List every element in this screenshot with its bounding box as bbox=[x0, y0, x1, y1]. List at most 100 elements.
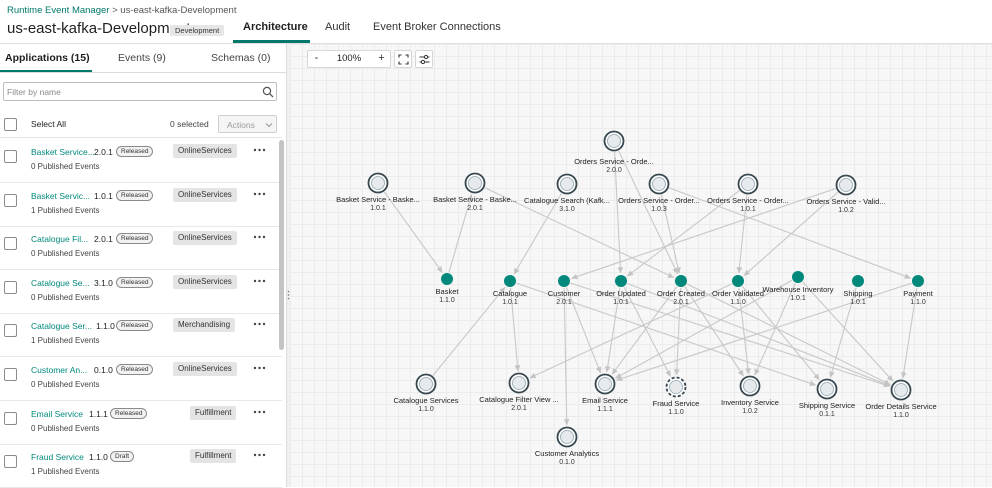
application-node-orders-2[interactable]: Orders Service - Order...1.0.3 bbox=[618, 173, 700, 214]
row-checkbox[interactable] bbox=[4, 324, 17, 338]
row-checkbox[interactable] bbox=[4, 237, 17, 251]
application-node-catalogue-filter[interactable]: Catalogue Filter View ...2.0.1 bbox=[479, 372, 559, 413]
tab-events[interactable]: Events (9) bbox=[118, 52, 166, 64]
application-name-link[interactable]: Basket Servic... bbox=[31, 190, 91, 201]
row-checkbox[interactable] bbox=[4, 150, 17, 163]
layout-settings-button[interactable] bbox=[415, 50, 433, 68]
more-options-icon[interactable] bbox=[253, 408, 266, 416]
zoom-in-button[interactable]: + bbox=[378, 52, 385, 64]
panel-splitter[interactable] bbox=[287, 44, 290, 487]
application-node-orders-service-top[interactable]: Orders Service - Orde...2.0.0 bbox=[574, 130, 654, 175]
application-node-catalogue-search[interactable]: Catalogue Search (Kafk...3.1.0 bbox=[524, 173, 610, 214]
graph-edge bbox=[563, 287, 570, 426]
application-node-basket-1[interactable]: Basket Service - Baske...1.0.1 bbox=[336, 172, 420, 213]
event-marker[interactable] bbox=[504, 275, 516, 287]
event-marker[interactable] bbox=[852, 275, 864, 287]
application-name-link[interactable]: Basket Service... bbox=[31, 147, 95, 157]
tab-applications[interactable]: Applications (15) bbox=[5, 52, 90, 64]
row-checkbox[interactable] bbox=[4, 193, 17, 207]
divider bbox=[0, 72, 287, 73]
application-name-link[interactable]: Fraud Service bbox=[31, 452, 84, 463]
actions-dropdown[interactable]: Actions bbox=[218, 115, 277, 133]
graph-edge bbox=[736, 194, 748, 274]
event-marker[interactable] bbox=[732, 275, 744, 287]
event-marker[interactable] bbox=[792, 271, 804, 283]
row-checkbox[interactable] bbox=[4, 411, 17, 425]
drag-handle-icon[interactable] bbox=[287, 290, 290, 300]
application-name-link[interactable]: Catalogue Ser... bbox=[31, 321, 92, 332]
row-checkbox[interactable] bbox=[4, 368, 17, 381]
application-name-link[interactable]: Catalogue Se... bbox=[31, 277, 90, 288]
search-icon[interactable] bbox=[262, 86, 274, 98]
application-name-link[interactable]: Customer An... bbox=[31, 365, 88, 375]
tab-schemas[interactable]: Schemas (0) bbox=[211, 52, 271, 64]
event-marker[interactable] bbox=[558, 275, 570, 287]
node-version: 2.0.1 bbox=[673, 299, 689, 306]
more-options-icon[interactable] bbox=[253, 451, 266, 459]
tab-audit[interactable]: Audit bbox=[325, 21, 351, 33]
environment-badge: Development bbox=[170, 25, 225, 36]
graph-edge bbox=[448, 194, 473, 273]
more-options-icon[interactable] bbox=[253, 190, 266, 198]
tab-event-broker-connections[interactable]: Event Broker Connections bbox=[373, 21, 501, 33]
row-checkbox[interactable] bbox=[4, 280, 17, 294]
status-badge: Released bbox=[116, 320, 154, 332]
graph-edge bbox=[432, 286, 506, 376]
more-options-icon[interactable] bbox=[253, 320, 266, 328]
application-node-orders-3[interactable]: Orders Service - Order...1.0.1 bbox=[707, 173, 789, 214]
select-all-checkbox[interactable] bbox=[4, 118, 17, 131]
breadcrumb-link-runtime-event-manager[interactable]: Runtime Event Manager bbox=[7, 5, 110, 16]
node-label: Orders Service - Order... bbox=[618, 196, 700, 205]
node-label: Basket bbox=[436, 287, 460, 296]
more-options-icon[interactable] bbox=[253, 233, 266, 241]
application-name-link[interactable]: Email Service bbox=[31, 408, 83, 419]
application-node-orders-valid[interactable]: Orders Service - Valid...1.0.2 bbox=[806, 174, 886, 215]
application-node-basket-2[interactable]: Basket Service - Baske...2.0.1 bbox=[433, 172, 517, 213]
more-options-icon[interactable] bbox=[253, 364, 266, 372]
zoom-out-button[interactable]: - bbox=[314, 52, 319, 64]
row-checkbox[interactable] bbox=[4, 455, 17, 469]
event-marker[interactable] bbox=[441, 273, 453, 285]
graph-edge bbox=[513, 193, 562, 275]
domain-badge: OnlineServices bbox=[173, 274, 237, 289]
application-name-link[interactable]: Catalogue Fil... bbox=[31, 234, 89, 245]
application-marker-inner bbox=[607, 134, 621, 148]
event-marker[interactable] bbox=[912, 275, 924, 287]
node-version: 1.1.0 bbox=[418, 406, 434, 413]
more-options-icon[interactable] bbox=[253, 277, 266, 285]
fit-to-screen-button[interactable] bbox=[394, 50, 412, 68]
domain-badge: Merchandising bbox=[173, 318, 236, 333]
filter-input[interactable] bbox=[7, 84, 252, 99]
event-marker[interactable] bbox=[675, 275, 687, 287]
event-marker[interactable] bbox=[615, 275, 627, 287]
list-scrollbar[interactable] bbox=[279, 140, 284, 350]
tab-architecture[interactable]: Architecture bbox=[243, 21, 308, 33]
more-options-icon[interactable] bbox=[253, 146, 266, 154]
